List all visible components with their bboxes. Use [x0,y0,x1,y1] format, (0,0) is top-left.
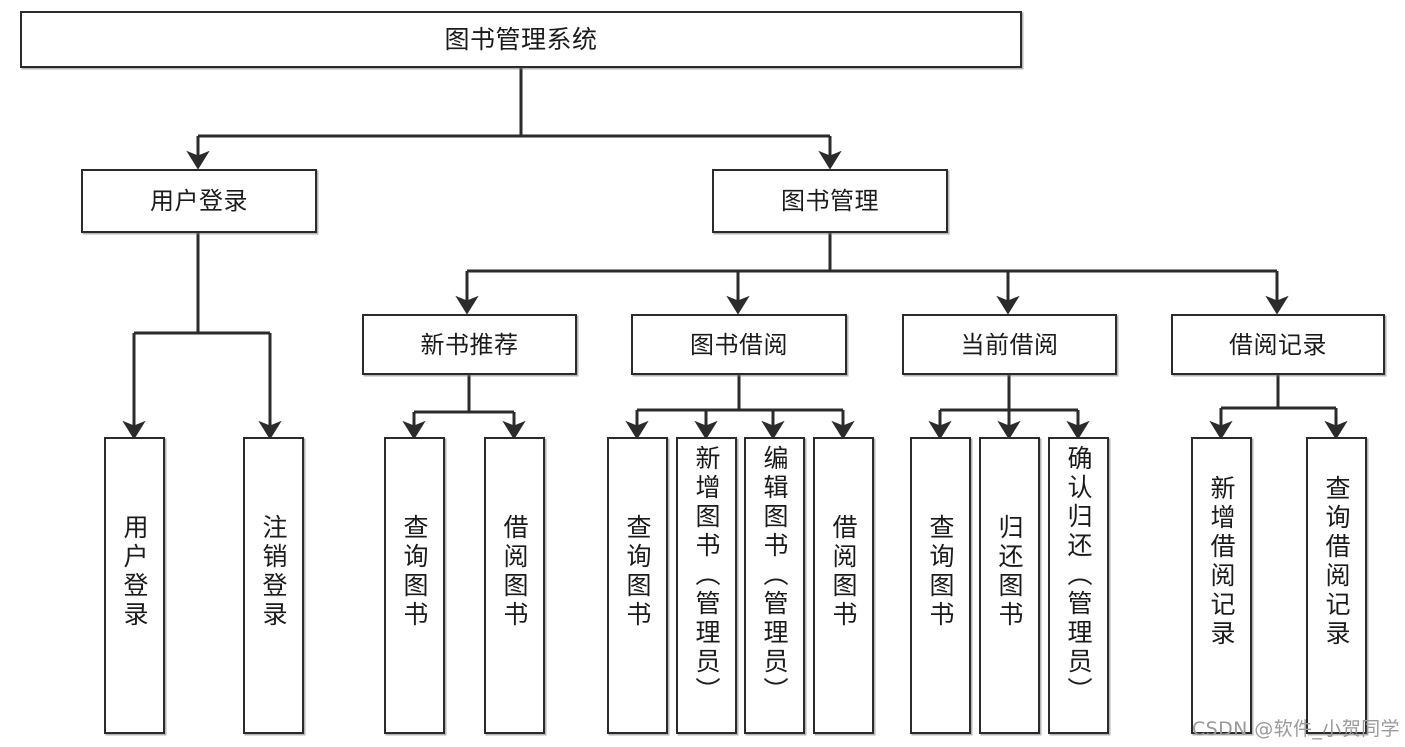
node-user-login[interactable]: 用户登录 [81,169,317,233]
node-leaf-borrow-book-borrowing[interactable]: 借阅图书 [813,437,874,734]
node-label: 借阅记录 [1229,330,1327,359]
node-label: 用户登录 [150,187,248,215]
node-label: 用户登录 [120,514,149,630]
node-leaf-confirm-return-admin[interactable]: 确认归还（管理员） [1048,437,1109,734]
node-label: 新增图书（管理员） [692,445,721,706]
node-label: 图书管理系统 [444,25,598,54]
node-root-book-management-system[interactable]: 图书管理系统 [20,11,1022,68]
node-label: 归还图书 [995,514,1024,630]
node-label: 查询图书 [623,514,652,630]
node-label: 借阅图书 [829,514,858,630]
node-leaf-return-book[interactable]: 归还图书 [979,437,1040,734]
node-leaf-add-borrowing-record[interactable]: 新增借阅记录 [1191,437,1252,734]
node-label: 编辑图书（管理员） [760,445,789,706]
node-label: 借阅图书 [500,514,529,630]
node-label: 新书推荐 [420,330,519,359]
node-leaf-user-login[interactable]: 用户登录 [104,437,165,734]
node-label: 注销登录 [259,514,288,630]
node-leaf-edit-book-admin[interactable]: 编辑图书（管理员） [744,437,805,734]
node-label: 新增借阅记录 [1207,475,1236,649]
node-leaf-query-borrowing-record[interactable]: 查询借阅记录 [1306,437,1367,734]
node-label: 查询图书 [926,514,955,630]
node-label: 图书借阅 [690,330,788,359]
csdn-watermark: CSDN @软件_小贺同学 [1192,718,1400,740]
node-label: 图书管理 [781,187,879,215]
node-leaf-query-book-recommendation[interactable]: 查询图书 [384,437,445,734]
node-leaf-borrow-book-recommendation[interactable]: 借阅图书 [484,437,545,734]
node-leaf-add-book-admin[interactable]: 新增图书（管理员） [676,437,737,734]
node-current-borrowing[interactable]: 当前借阅 [902,314,1117,375]
node-book-management[interactable]: 图书管理 [712,169,948,233]
node-label: 查询图书 [400,514,429,630]
node-leaf-query-book-current[interactable]: 查询图书 [910,437,971,734]
node-leaf-user-logout[interactable]: 注销登录 [243,437,304,734]
node-new-book-recommendation[interactable]: 新书推荐 [362,314,577,375]
node-label: 当前借阅 [960,330,1059,359]
node-label: 确认归还（管理员） [1064,445,1093,706]
node-borrowing-records[interactable]: 借阅记录 [1171,314,1385,375]
node-book-borrowing[interactable]: 图书借阅 [631,314,847,375]
node-leaf-query-book-borrowing[interactable]: 查询图书 [607,437,668,734]
node-label: 查询借阅记录 [1322,475,1351,649]
